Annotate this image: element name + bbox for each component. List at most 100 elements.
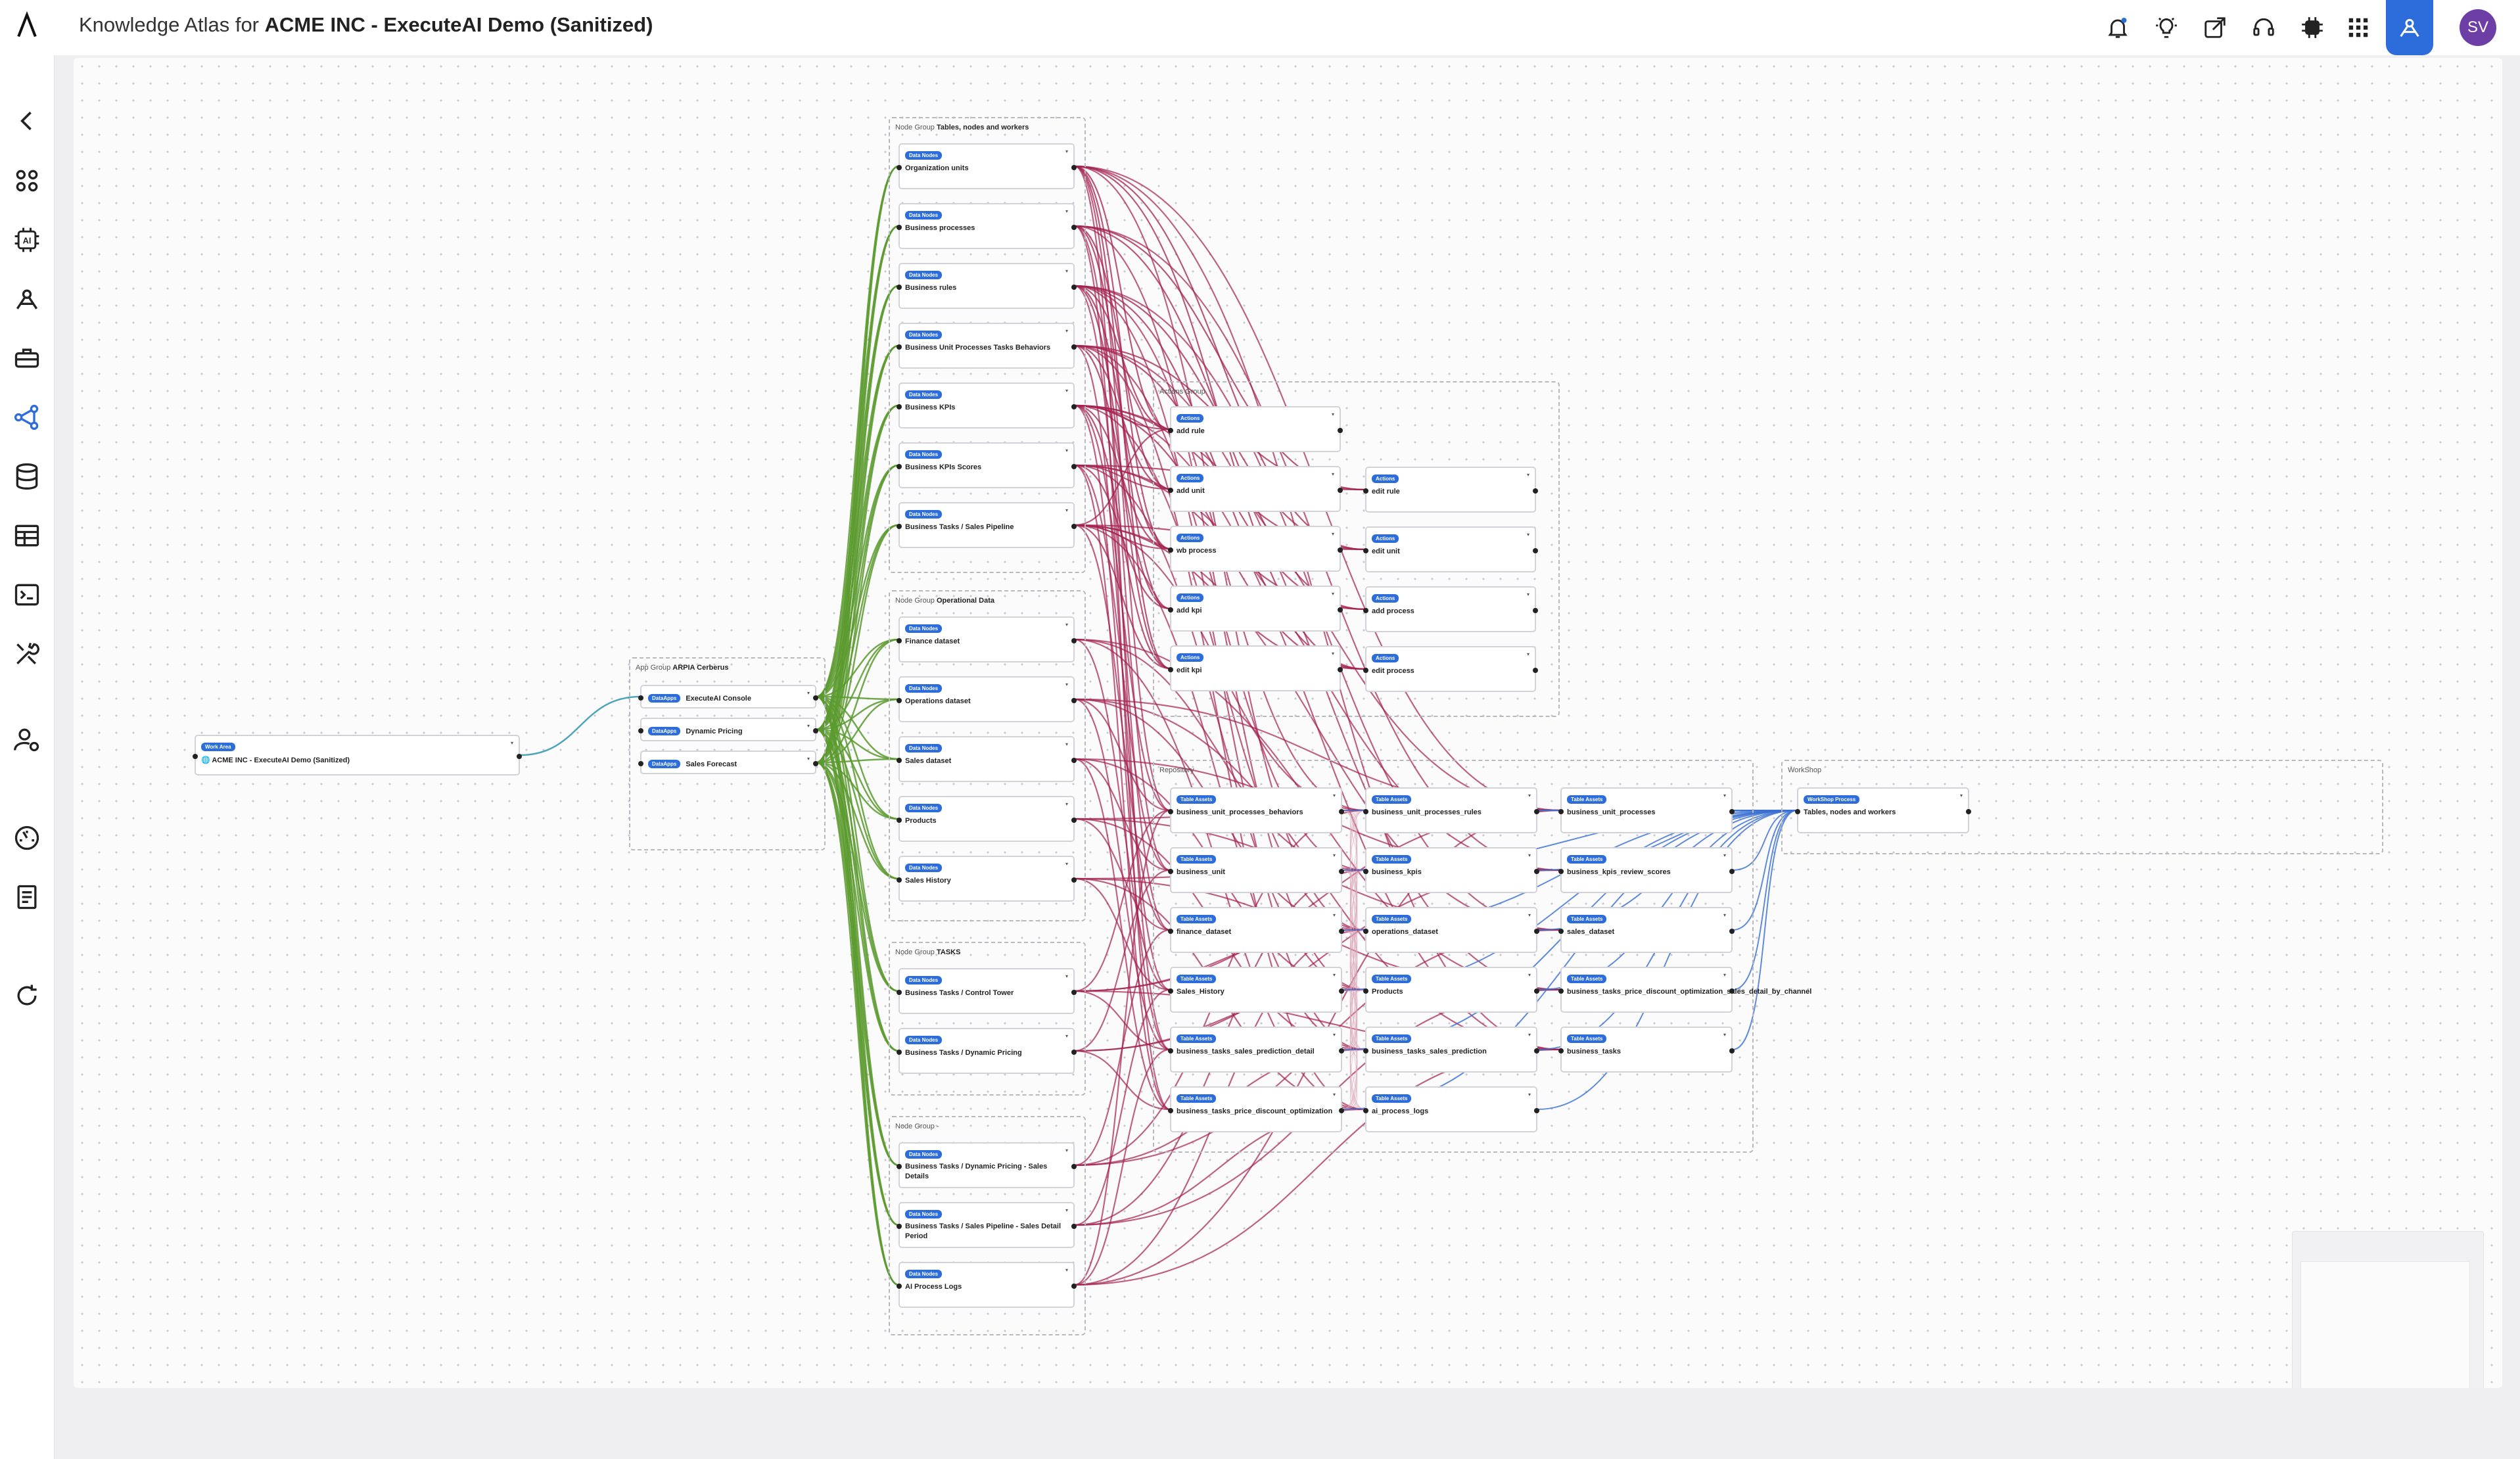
output-port[interactable] <box>1534 988 1539 994</box>
input-port[interactable] <box>897 758 902 763</box>
chevron-down-icon[interactable]: ▾ <box>806 690 810 696</box>
chevron-down-icon[interactable]: ▾ <box>1065 801 1068 807</box>
output-port[interactable] <box>1338 428 1343 433</box>
chevron-down-icon[interactable]: ▾ <box>1331 411 1334 417</box>
input-port[interactable] <box>897 404 902 409</box>
chevron-down-icon[interactable]: ▾ <box>1065 328 1068 334</box>
output-port[interactable] <box>1339 869 1344 874</box>
chevron-down-icon[interactable]: ▾ <box>1528 972 1531 978</box>
output-port[interactable] <box>1071 818 1077 823</box>
input-port[interactable] <box>897 1164 902 1169</box>
input-port[interactable] <box>897 990 902 995</box>
output-port[interactable] <box>1071 698 1077 703</box>
output-port[interactable] <box>813 728 818 733</box>
lightbulb-icon[interactable] <box>2151 12 2182 43</box>
output-port[interactable] <box>1071 285 1077 290</box>
input-port[interactable] <box>1363 929 1368 934</box>
output-port[interactable] <box>1339 809 1344 814</box>
output-port[interactable] <box>1533 488 1538 494</box>
input-port[interactable] <box>897 285 902 290</box>
chevron-down-icon[interactable]: ▾ <box>1065 268 1068 274</box>
user-settings-icon[interactable] <box>8 720 46 758</box>
input-port[interactable] <box>1558 809 1564 814</box>
output-port[interactable] <box>1966 809 1971 814</box>
input-port[interactable] <box>1363 869 1368 874</box>
chevron-down-icon[interactable]: ▾ <box>1331 651 1334 657</box>
chevron-down-icon[interactable]: ▾ <box>1065 861 1068 867</box>
chevron-down-icon[interactable]: ▾ <box>1528 912 1531 918</box>
chip-icon[interactable] <box>2297 12 2328 43</box>
output-port[interactable] <box>1729 869 1735 874</box>
input-port[interactable] <box>1558 1048 1564 1054</box>
graph-canvas[interactable]: Work Area🌐 ACME INC - ExecuteAI Demo (Sa… <box>74 58 2502 1388</box>
output-port[interactable] <box>813 761 818 766</box>
chevron-down-icon[interactable]: ▾ <box>1065 448 1068 453</box>
output-port[interactable] <box>1339 1108 1344 1113</box>
output-port[interactable] <box>1071 524 1077 529</box>
output-port[interactable] <box>1534 929 1539 934</box>
minimap[interactable] <box>2292 1231 2484 1388</box>
chevron-down-icon[interactable]: ▾ <box>1065 208 1068 214</box>
input-port[interactable] <box>1795 809 1800 814</box>
input-port[interactable] <box>897 877 902 883</box>
tools-icon[interactable] <box>8 635 46 673</box>
output-port[interactable] <box>1534 1048 1539 1054</box>
node-acme-inc-executeai-demo-sanitized[interactable]: Work Area🌐 ACME INC - ExecuteAI Demo (Sa… <box>193 735 522 776</box>
logo-icon[interactable] <box>8 7 46 45</box>
input-port[interactable] <box>897 464 902 469</box>
input-port[interactable] <box>1363 608 1368 613</box>
graph-icon[interactable] <box>8 398 46 436</box>
output-port[interactable] <box>1729 1048 1735 1054</box>
input-port[interactable] <box>1558 929 1564 934</box>
input-port[interactable] <box>897 165 902 170</box>
output-port[interactable] <box>1338 607 1343 613</box>
chevron-down-icon[interactable]: ▾ <box>1331 591 1334 597</box>
output-port[interactable] <box>1071 1224 1077 1229</box>
output-port[interactable] <box>1339 1048 1344 1054</box>
chevron-down-icon[interactable]: ▾ <box>1723 972 1726 978</box>
chevron-down-icon[interactable]: ▾ <box>1723 793 1726 799</box>
chevron-down-icon[interactable]: ▾ <box>1959 793 1963 799</box>
chevron-down-icon[interactable]: ▾ <box>1723 1032 1726 1038</box>
avatar[interactable]: SV <box>2460 9 2496 46</box>
dashboard-icon[interactable] <box>8 162 46 200</box>
output-port[interactable] <box>1533 608 1538 613</box>
input-port[interactable] <box>897 1224 902 1229</box>
input-port[interactable] <box>1558 869 1564 874</box>
chevron-down-icon[interactable]: ▾ <box>1332 972 1336 978</box>
apps-grid-icon[interactable] <box>2343 12 2374 43</box>
chevron-down-icon[interactable]: ▾ <box>1065 1033 1068 1039</box>
output-port[interactable] <box>1338 667 1343 672</box>
input-port[interactable] <box>897 1050 902 1055</box>
output-port[interactable] <box>1534 809 1539 814</box>
input-port[interactable] <box>1168 869 1173 874</box>
input-port[interactable] <box>1168 988 1173 994</box>
output-port[interactable] <box>813 695 818 701</box>
chevron-down-icon[interactable]: ▾ <box>1526 532 1529 538</box>
input-port[interactable] <box>1363 1108 1368 1113</box>
input-port[interactable] <box>1168 1108 1173 1113</box>
chevron-down-icon[interactable]: ▾ <box>1065 682 1068 687</box>
